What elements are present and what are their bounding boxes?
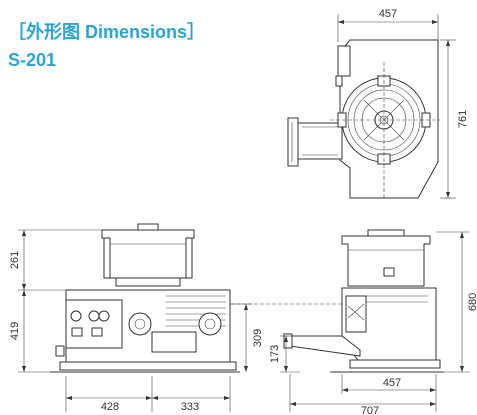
dim-side-height: 680 xyxy=(467,293,477,311)
dim-front-right-width: 333 xyxy=(181,401,199,413)
side-view: 680 173 457 707 xyxy=(269,229,477,415)
top-view: 457 761 xyxy=(287,8,469,199)
vent-louvers xyxy=(166,295,226,327)
dim-front-left-width: 428 xyxy=(101,401,119,413)
front-view: 261 419 xyxy=(9,223,342,413)
dim-front-bowl-height: 261 xyxy=(9,251,21,269)
dim-top-width: 457 xyxy=(379,8,397,20)
dim-side-total-width: 707 xyxy=(361,405,379,415)
dim-side-lower-height: 173 xyxy=(269,345,281,363)
dim-front-body-height: 419 xyxy=(9,322,21,340)
dim-top-depth: 761 xyxy=(457,110,469,128)
drawing-title: ［外形图 Dimensions］ xyxy=(8,22,206,42)
dim-front-inner-height: 309 xyxy=(252,329,264,347)
model-number: S-201 xyxy=(8,50,57,70)
dim-side-width: 457 xyxy=(383,377,401,389)
